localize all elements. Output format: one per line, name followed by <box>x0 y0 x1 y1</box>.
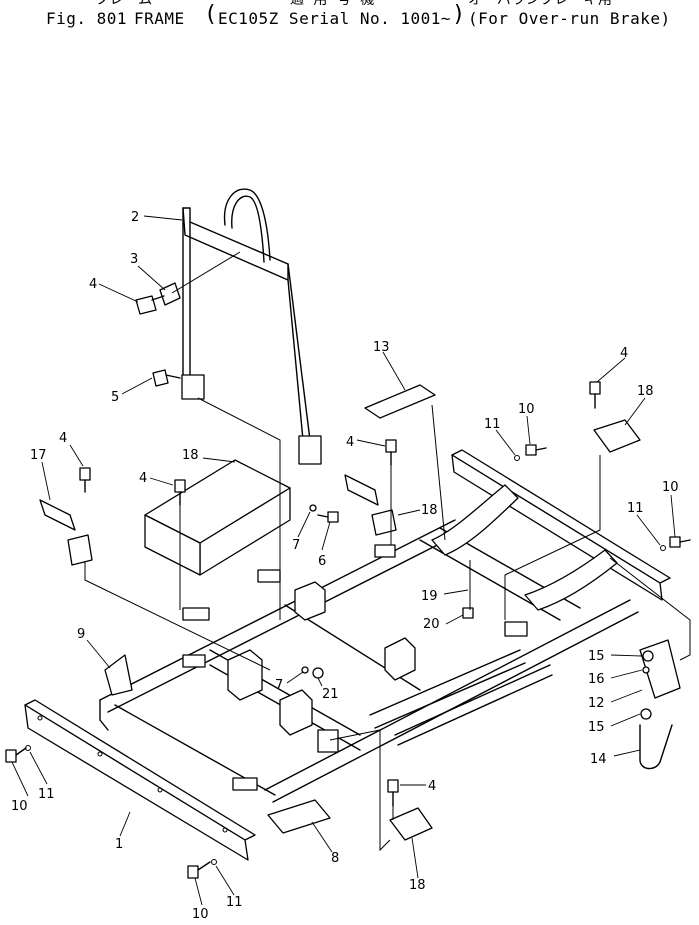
callout-1: 1 <box>115 837 123 852</box>
callout-18: 18 <box>637 384 654 399</box>
upper-clamp-and-bolts <box>135 251 241 387</box>
callout-3: 3 <box>130 252 138 267</box>
callout-4: 4 <box>620 346 628 361</box>
header-japanese-part-name: フレーム <box>95 0 153 8</box>
callout-11: 11 <box>627 501 644 516</box>
callout-10: 10 <box>518 402 535 417</box>
header-japanese-variant: オーバランブレーキ用 <box>468 0 613 8</box>
callout-8: 8 <box>331 851 339 866</box>
figure-header: フレーム 適 用 号 機 オーバランブレーキ用 Fig. 801 FRAME (… <box>0 0 699 34</box>
bracket-13-part <box>364 384 436 419</box>
figure-serial-range: EC105Z Serial No. 1001~ <box>218 9 452 28</box>
callout-12: 12 <box>588 696 605 711</box>
battery-cover-part <box>144 459 291 576</box>
callout-2: 2 <box>131 210 139 225</box>
callout-10: 10 <box>11 799 28 814</box>
hinge-brackets <box>39 419 681 841</box>
serial-close-paren: ) <box>452 2 466 27</box>
assembly-lines <box>84 397 691 852</box>
header-japanese-serial: 適 用 号 機 <box>290 0 375 8</box>
callout-15: 15 <box>588 720 605 735</box>
callout-6: 6 <box>318 554 326 569</box>
callout-17: 18 <box>182 448 199 463</box>
callout-21: 21 <box>322 687 339 702</box>
figure-title: FRAME <box>134 9 185 28</box>
callout-10: 10 <box>662 480 679 495</box>
callout-18: 18 <box>421 503 438 518</box>
callout-9: 9 <box>77 627 85 642</box>
figure-number: Fig. 801 <box>46 9 128 28</box>
leader-lines <box>11 215 676 906</box>
callout-10: 10 <box>192 907 209 922</box>
roll-bar-part <box>181 188 322 465</box>
callout-4: 4 <box>139 471 147 486</box>
main-chassis-frame <box>24 449 671 861</box>
figure-variant: (For Over-run Brake) <box>468 9 671 28</box>
callout-4: 4 <box>89 277 97 292</box>
serial-open-paren: ( <box>204 2 218 27</box>
callout-11: 11 <box>38 787 55 802</box>
callout-14: 14 <box>590 752 607 767</box>
callout-7: 7 <box>275 678 283 693</box>
callout-4: 4 <box>59 431 67 446</box>
fasteners <box>5 381 691 879</box>
callout-18: 17 <box>30 448 47 463</box>
callout-20: 20 <box>423 617 440 632</box>
callout-19: 19 <box>421 589 438 604</box>
callout-18: 18 <box>409 878 426 893</box>
callout-4: 4 <box>346 435 354 450</box>
callout-labels: 2 3 4 5 13 4 18 11 10 4 18 4 17 4 18 7 6… <box>11 210 679 922</box>
callout-4: 4 <box>428 779 436 794</box>
callout-5: 5 <box>111 390 119 405</box>
callout-15: 15 <box>588 649 605 664</box>
callout-13: 13 <box>373 340 390 355</box>
callout-11: 11 <box>484 417 501 432</box>
callout-16: 16 <box>588 672 605 687</box>
callout-11: 11 <box>226 895 243 910</box>
callout-7: 7 <box>292 538 300 553</box>
